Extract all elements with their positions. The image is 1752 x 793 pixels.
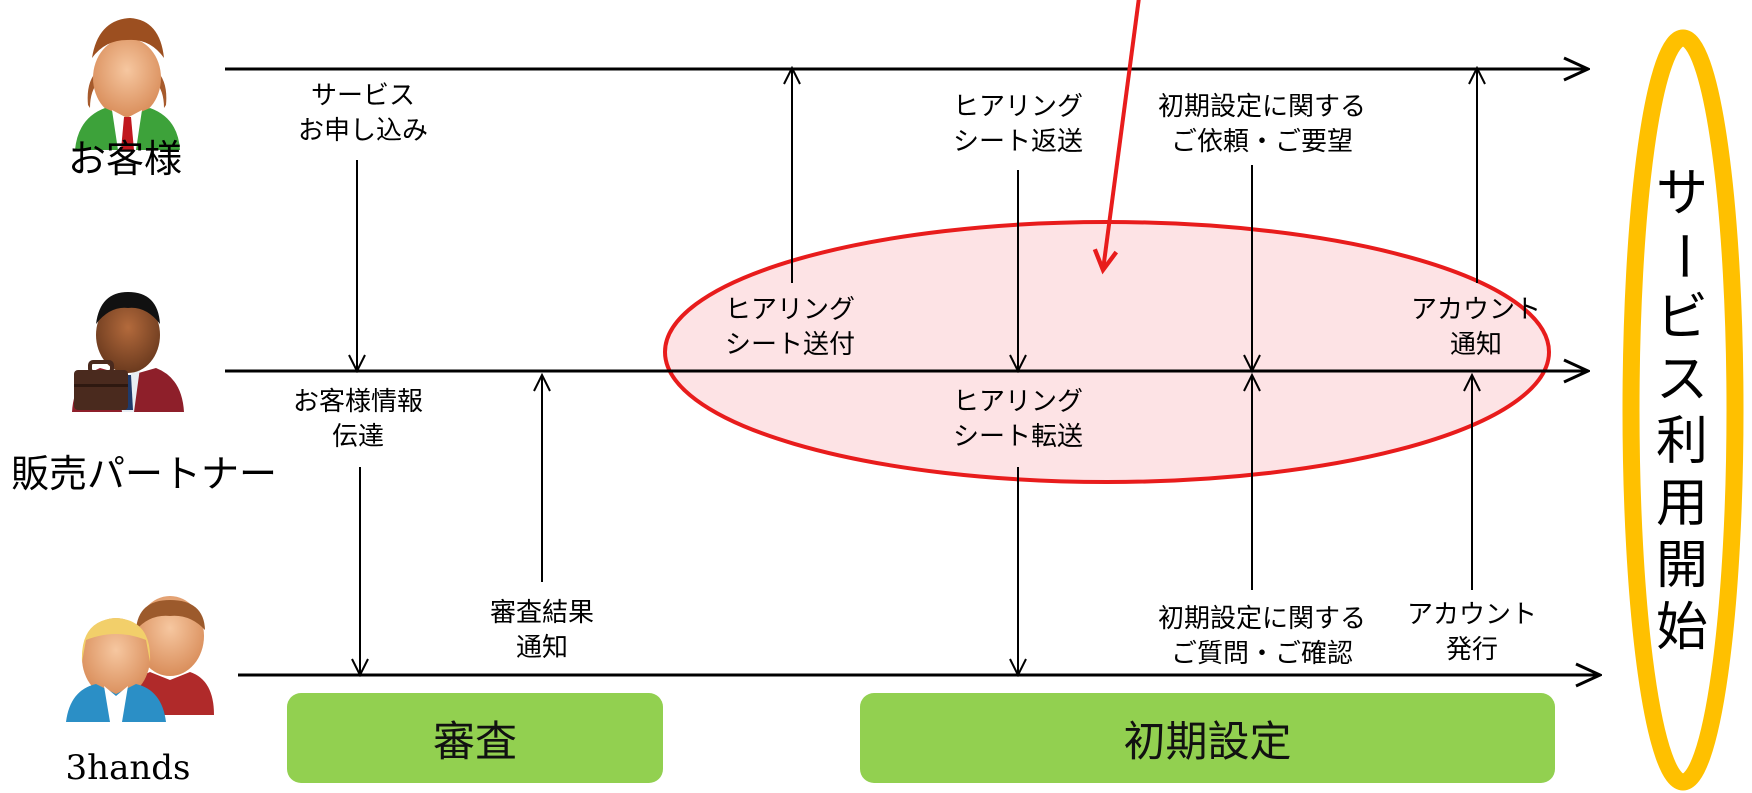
phase-initial-setup-label: 初期設定: [1123, 716, 1292, 766]
goal-char: ス: [1655, 350, 1708, 410]
goal-char: ー: [1652, 229, 1712, 282]
customer-avatar: [75, 18, 180, 150]
label-service-apply: サービスお申し込み: [297, 81, 429, 146]
label-customer-info: お客様情報伝達: [292, 387, 424, 452]
callout-arrow: [1103, 0, 1141, 270]
phase-initial-setup-box: 初期設定: [860, 693, 1555, 783]
actor-partner-label: 販売パートナー: [10, 452, 278, 496]
goal-char: 始: [1655, 598, 1708, 658]
label-initial-question: 初期設定に関するご質問・ご確認: [1157, 604, 1367, 669]
label-account-notice: アカウント通知: [1410, 295, 1542, 360]
phase-review-box: 審査: [287, 693, 663, 783]
goal-char: ビ: [1655, 288, 1708, 348]
goal-char: 利: [1655, 412, 1708, 472]
label-hearing-forward: ヒアリングシート転送: [952, 387, 1084, 452]
actor-provider-label: 3hands: [65, 748, 191, 788]
label-initial-request: 初期設定に関するご依頼・ご要望: [1157, 92, 1367, 157]
label-account-issue: アカウント発行: [1406, 600, 1538, 665]
highlight-ellipse: [663, 220, 1551, 484]
partner-avatar: [72, 292, 184, 412]
goal-label: サービス利用開始: [1652, 163, 1712, 659]
provider-avatar: [66, 596, 214, 722]
label-review-result: 審査結果通知: [489, 598, 595, 663]
goal-ring: [1622, 29, 1744, 791]
goal-char: サ: [1655, 164, 1708, 224]
goal-char: 用: [1655, 474, 1708, 534]
actor-customer-label: お客様: [67, 137, 183, 181]
phase-review-label: 審査: [432, 716, 517, 766]
goal-char: 開: [1655, 536, 1708, 596]
label-hearing-return: ヒアリングシート返送: [952, 92, 1084, 157]
label-hearing-send: ヒアリングシート送付: [724, 295, 856, 360]
